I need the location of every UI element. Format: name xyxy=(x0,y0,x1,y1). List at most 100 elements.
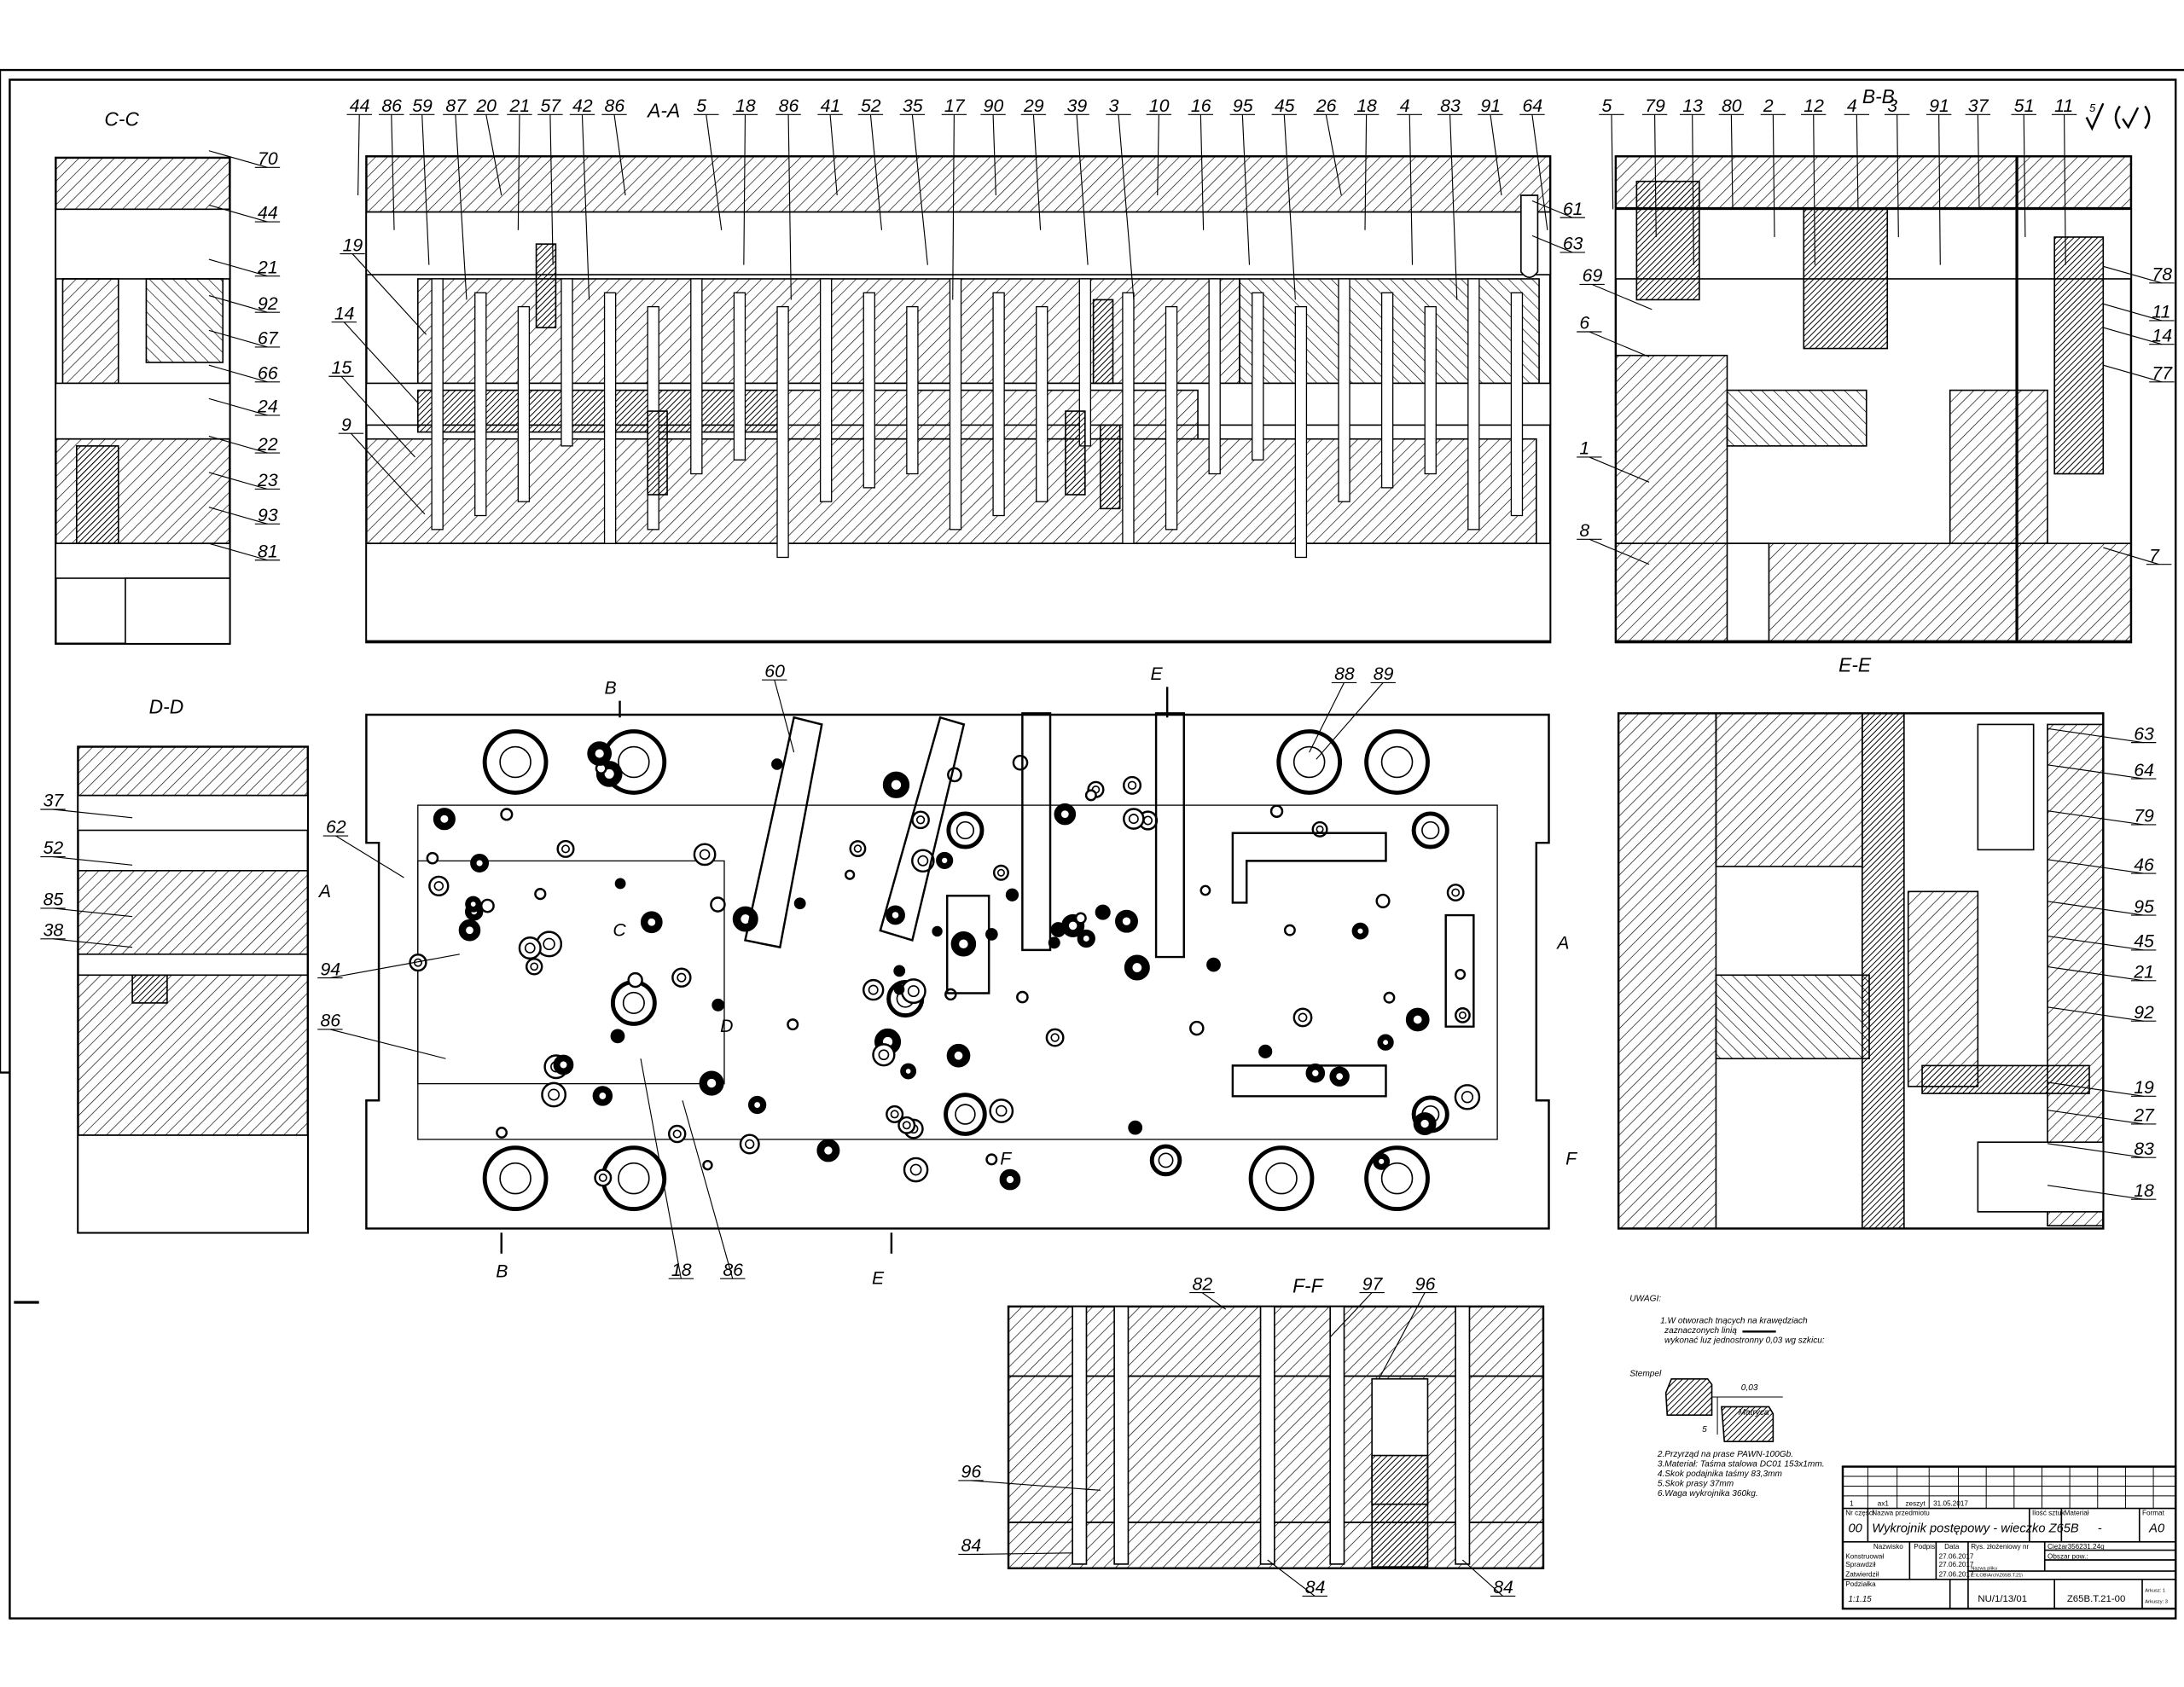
role-approved: Zatwierdził xyxy=(1845,1571,1879,1579)
hole xyxy=(1269,804,1284,818)
section-mark: B xyxy=(605,678,617,698)
callout-number: 83 xyxy=(1440,96,1461,116)
callout-number: 90 xyxy=(984,96,1004,116)
callout-number: 1 xyxy=(1579,439,1589,459)
part-callout: 20 xyxy=(473,96,502,196)
part-callout: 69 xyxy=(1579,266,1653,310)
section-mark: C xyxy=(613,921,626,941)
revision-cell: 31.05.2017 xyxy=(1933,1499,1968,1507)
role-designed: Konstruował xyxy=(1845,1552,1884,1560)
callout-number: 15 xyxy=(332,358,352,378)
guide-pin xyxy=(949,278,962,530)
guide-pin xyxy=(863,292,875,489)
section-c-c: C-C xyxy=(55,107,231,645)
callout-number: 11 xyxy=(2054,96,2073,116)
guide-bushing xyxy=(1149,1144,1182,1177)
note-item: 3.Materiał: Taśma stalowa DC01 153x1mm. xyxy=(1658,1460,1825,1470)
callout-number: 6 xyxy=(1579,314,1589,333)
plate-section xyxy=(416,389,781,433)
part-callout: 96 xyxy=(1378,1274,1438,1380)
section-a-a: A-A xyxy=(365,100,1552,644)
plate-section xyxy=(77,974,309,1136)
qty-label: Ilość sztuk xyxy=(2032,1510,2065,1517)
section-mark: A xyxy=(1555,933,1569,953)
part-callout: 95 xyxy=(2047,897,2157,917)
callout-number: 86 xyxy=(381,96,402,116)
hole xyxy=(710,896,726,913)
callout-number: 67 xyxy=(258,329,279,349)
plate-section xyxy=(1977,1141,2105,1213)
part-callout: 66 xyxy=(208,364,281,384)
callout-number: 77 xyxy=(2152,364,2173,384)
hole xyxy=(932,925,943,937)
plate-section xyxy=(77,794,309,832)
plate-section xyxy=(131,974,168,1004)
plate-section xyxy=(1615,155,2132,209)
bolt xyxy=(1455,1306,1471,1565)
part-callout: 44 xyxy=(346,96,372,196)
part-callout: 18 xyxy=(640,1058,694,1280)
punch-holder xyxy=(1444,913,1475,1028)
part-callout: 5 xyxy=(1599,96,1624,210)
plate-section xyxy=(1862,712,1905,1230)
guide-pin xyxy=(1338,278,1350,502)
hole xyxy=(1375,893,1391,908)
callout-number: 63 xyxy=(1563,235,1583,254)
part-callout: 94 xyxy=(317,954,460,979)
callout-number: 92 xyxy=(258,294,278,314)
notes-block: UWAGI: 1.W otworach tnących na krawędzia… xyxy=(1629,1294,1825,1499)
callout-number: 5 xyxy=(1602,96,1612,116)
plate-section xyxy=(1008,1306,1544,1377)
guide-pin xyxy=(1036,305,1048,502)
revision-cell: 1 xyxy=(1850,1499,1854,1507)
weight: Ciężar356231.24g xyxy=(2048,1543,2105,1551)
spring xyxy=(535,243,557,328)
callout-number: 22 xyxy=(257,435,278,455)
hole xyxy=(787,1018,799,1031)
callout-number: 4 xyxy=(1400,96,1410,116)
plate-section xyxy=(55,542,231,579)
part-callout: 60 xyxy=(762,662,795,753)
callout-number: 62 xyxy=(326,818,346,838)
roughness-value: 5 xyxy=(2089,101,2096,114)
part-callout: 17 xyxy=(941,96,967,300)
guide-bushing xyxy=(1411,811,1449,849)
guide-pin xyxy=(733,292,746,461)
punch-holder xyxy=(945,895,990,994)
callout-number: 86 xyxy=(605,96,625,116)
part-callout: 77 xyxy=(2103,364,2175,384)
hole xyxy=(893,983,905,995)
scale: 1:1.15 xyxy=(1849,1595,1873,1604)
callout-number: 45 xyxy=(1275,96,1295,116)
guide-pin xyxy=(1380,292,1394,489)
part-callout: 80 xyxy=(1718,96,1745,210)
hole xyxy=(1005,888,1019,901)
surface-roughness-symbol: 5 xyxy=(2085,101,2151,131)
guide-bushing xyxy=(1248,1145,1315,1212)
part-callout: 63 xyxy=(1531,235,1585,254)
section-b-b: B-B xyxy=(1614,85,2133,644)
hole xyxy=(985,1153,998,1166)
callout-number: 12 xyxy=(1804,96,1824,116)
hole xyxy=(1199,884,1211,896)
callout-number: 24 xyxy=(257,397,278,417)
callout-number: 78 xyxy=(2152,265,2172,285)
callout-number: 44 xyxy=(258,204,278,223)
plate-section xyxy=(1615,542,2132,642)
callout-number: 63 xyxy=(2134,724,2154,744)
part-callout: 3 xyxy=(1884,96,1910,237)
callout-number: 79 xyxy=(1645,96,1665,116)
callout-number: 85 xyxy=(44,890,64,910)
callout-number: 57 xyxy=(540,96,561,116)
callout-number: 89 xyxy=(1374,664,1394,684)
callout-number: 81 xyxy=(258,542,278,561)
part-callout: 57 xyxy=(537,96,563,265)
note-1-line2: zaznaczonych linią xyxy=(1664,1326,1737,1336)
part-callout: 13 xyxy=(1679,96,1705,265)
format-label: Format xyxy=(2142,1510,2165,1517)
callout-number: 11 xyxy=(2152,303,2170,322)
callout-number: 14 xyxy=(2152,326,2172,345)
part-callout: 91 xyxy=(1478,96,1503,196)
part-callout: 64 xyxy=(2047,761,2157,780)
part-callout: 14 xyxy=(2103,326,2175,345)
